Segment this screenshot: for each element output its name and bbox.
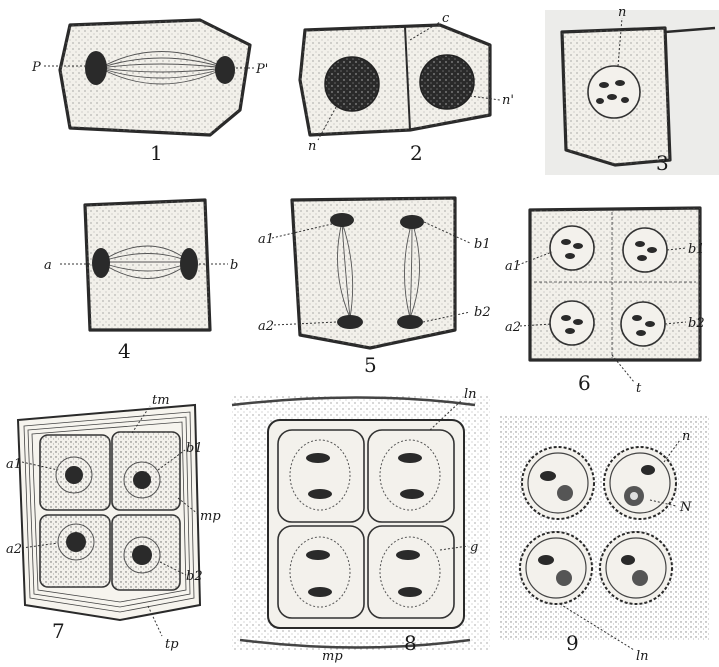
label-P: P xyxy=(31,60,41,75)
label-b2-6: b2 xyxy=(688,316,705,331)
chromosome-group-a1 xyxy=(330,213,354,227)
label-a2-7: a2 xyxy=(6,542,22,557)
figure-number-3: 3 xyxy=(656,151,669,175)
label-n-9: n xyxy=(682,429,690,444)
figure-number-9: 9 xyxy=(566,631,579,655)
label-b2-7: b2 xyxy=(186,569,203,584)
label-b1-7: b1 xyxy=(186,441,203,456)
figure-4: a b 4 xyxy=(44,200,238,363)
chromosome-group-right xyxy=(215,56,235,84)
label-a: a xyxy=(44,258,52,273)
figure-5: a1 b1 a2 b2 5 xyxy=(258,198,491,377)
tetrad-cell-3 xyxy=(278,526,364,618)
figure-number-1: 1 xyxy=(150,141,163,165)
figure-1: P P' 1 xyxy=(31,20,268,165)
figure-7: tm a1 b1 mp a2 b2 tp 7 xyxy=(6,393,221,652)
label-a1: a1 xyxy=(258,232,274,247)
tetrad-cell-2 xyxy=(368,430,454,522)
tetrad-cell-4 xyxy=(368,526,454,618)
pollen-grain-2 xyxy=(604,447,676,519)
label-ln: ln xyxy=(464,387,477,402)
label-tm: tm xyxy=(152,393,170,408)
chromosome-group-b xyxy=(180,248,198,280)
figure-6: a1 b1 a2 b2 t 6 xyxy=(505,208,705,396)
chromosome-group-b2 xyxy=(397,315,423,329)
label-b2: b2 xyxy=(474,305,491,320)
label-a2: a2 xyxy=(258,319,274,334)
label-mp: mp xyxy=(200,509,221,524)
chromosome-group-b1 xyxy=(400,215,424,229)
figure-number-6: 6 xyxy=(578,371,591,395)
label-a1-6: a1 xyxy=(505,259,521,274)
figure-number-5: 5 xyxy=(364,353,377,377)
nucleus-b2 xyxy=(621,302,665,346)
pollen-grain-4 xyxy=(600,532,672,604)
figure-9: n N ln 9 xyxy=(500,415,710,664)
label-N: N xyxy=(679,500,692,515)
figure-number-7: 7 xyxy=(52,619,65,643)
figure-number-8: 8 xyxy=(404,631,417,655)
figure-number-2: 2 xyxy=(410,141,423,165)
label-mp-8: mp xyxy=(322,649,343,664)
label-n: n xyxy=(308,139,316,154)
daughter-nucleus-left xyxy=(325,57,379,111)
label-g: g xyxy=(470,540,478,555)
nucleus-b1 xyxy=(623,228,667,272)
nucleus xyxy=(588,66,640,118)
chromosome-group-left xyxy=(85,51,107,85)
label-b1: b1 xyxy=(474,237,491,252)
tissue-background-9 xyxy=(500,415,710,640)
label-n-3: n xyxy=(618,5,626,20)
figure-8: ln g mp 8 xyxy=(232,387,490,664)
daughter-nucleus-right xyxy=(420,55,474,109)
label-n-prime: n' xyxy=(502,93,514,108)
label-a2-6: a2 xyxy=(505,320,521,335)
nucleus-a1 xyxy=(550,226,594,270)
label-t: t xyxy=(636,381,642,396)
label-a1-7: a1 xyxy=(6,457,22,472)
tetrad-cell-1 xyxy=(278,430,364,522)
pollen-grain-1 xyxy=(522,447,594,519)
label-tp: tp xyxy=(165,637,179,652)
chromosome-group-a2 xyxy=(337,315,363,329)
label-c: c xyxy=(442,11,450,26)
label-ln-9: ln xyxy=(636,649,649,664)
figure-3: n 3 xyxy=(545,5,719,175)
label-b: b xyxy=(230,258,238,273)
label-P-prime: P' xyxy=(255,62,268,77)
pollen-grain-3 xyxy=(520,532,592,604)
figure-number-4: 4 xyxy=(118,339,131,363)
label-b1-6: b1 xyxy=(688,242,705,257)
figure-2: c n' n 2 xyxy=(300,11,514,165)
nucleus-a2 xyxy=(550,301,594,345)
chromosome-group-a xyxy=(92,248,110,278)
